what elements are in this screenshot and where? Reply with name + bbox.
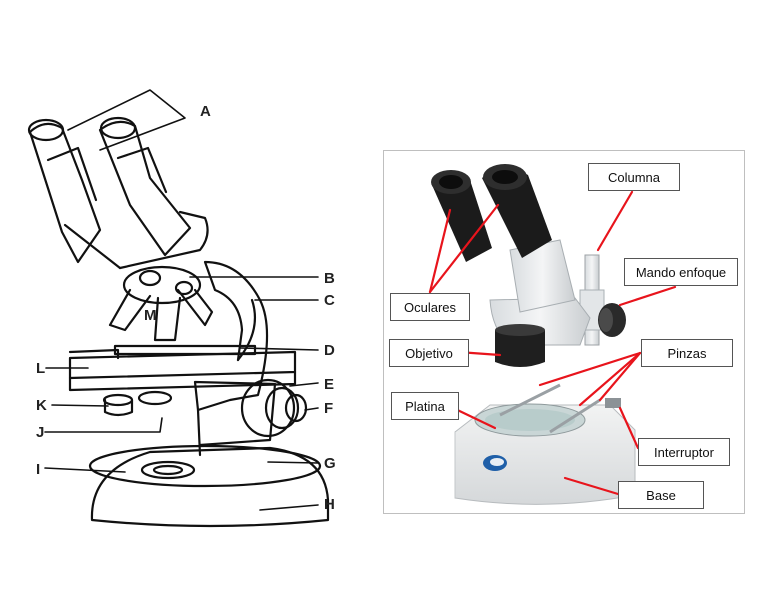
label-oculares: Oculares xyxy=(390,293,470,321)
letter-j: J xyxy=(36,424,44,441)
letter-f: F xyxy=(324,400,333,417)
nosepiece xyxy=(122,265,202,305)
stage-light xyxy=(140,460,196,480)
label-mando-enfoque: Mando enfoque xyxy=(624,258,738,286)
label-base: Base xyxy=(618,481,704,509)
letter-e: E xyxy=(324,376,334,393)
label-interruptor: Interruptor xyxy=(638,438,730,466)
letter-g: G xyxy=(324,455,336,472)
label-platina: Platina xyxy=(391,392,459,420)
base-top xyxy=(88,444,322,488)
eyepiece-right xyxy=(98,120,192,257)
coarse-knob xyxy=(240,378,296,438)
label-objetivo: Objetivo xyxy=(389,339,469,367)
eyepiece-left xyxy=(28,122,102,264)
label-pinzas: Pinzas xyxy=(641,339,733,367)
label-columna: Columna xyxy=(588,163,680,191)
letter-l: L xyxy=(36,360,45,377)
head xyxy=(118,210,209,270)
letter-h: H xyxy=(324,496,335,513)
stereo-microscope-photo xyxy=(383,150,745,514)
base-shape xyxy=(90,446,330,528)
letter-b: B xyxy=(324,270,335,287)
arm xyxy=(196,260,269,457)
letter-c: C xyxy=(324,292,335,309)
letter-k: K xyxy=(36,397,47,414)
letter-d: D xyxy=(324,342,335,359)
letter-m: M xyxy=(144,307,157,324)
letter-i: I xyxy=(36,461,40,478)
letter-a: A xyxy=(200,103,211,120)
